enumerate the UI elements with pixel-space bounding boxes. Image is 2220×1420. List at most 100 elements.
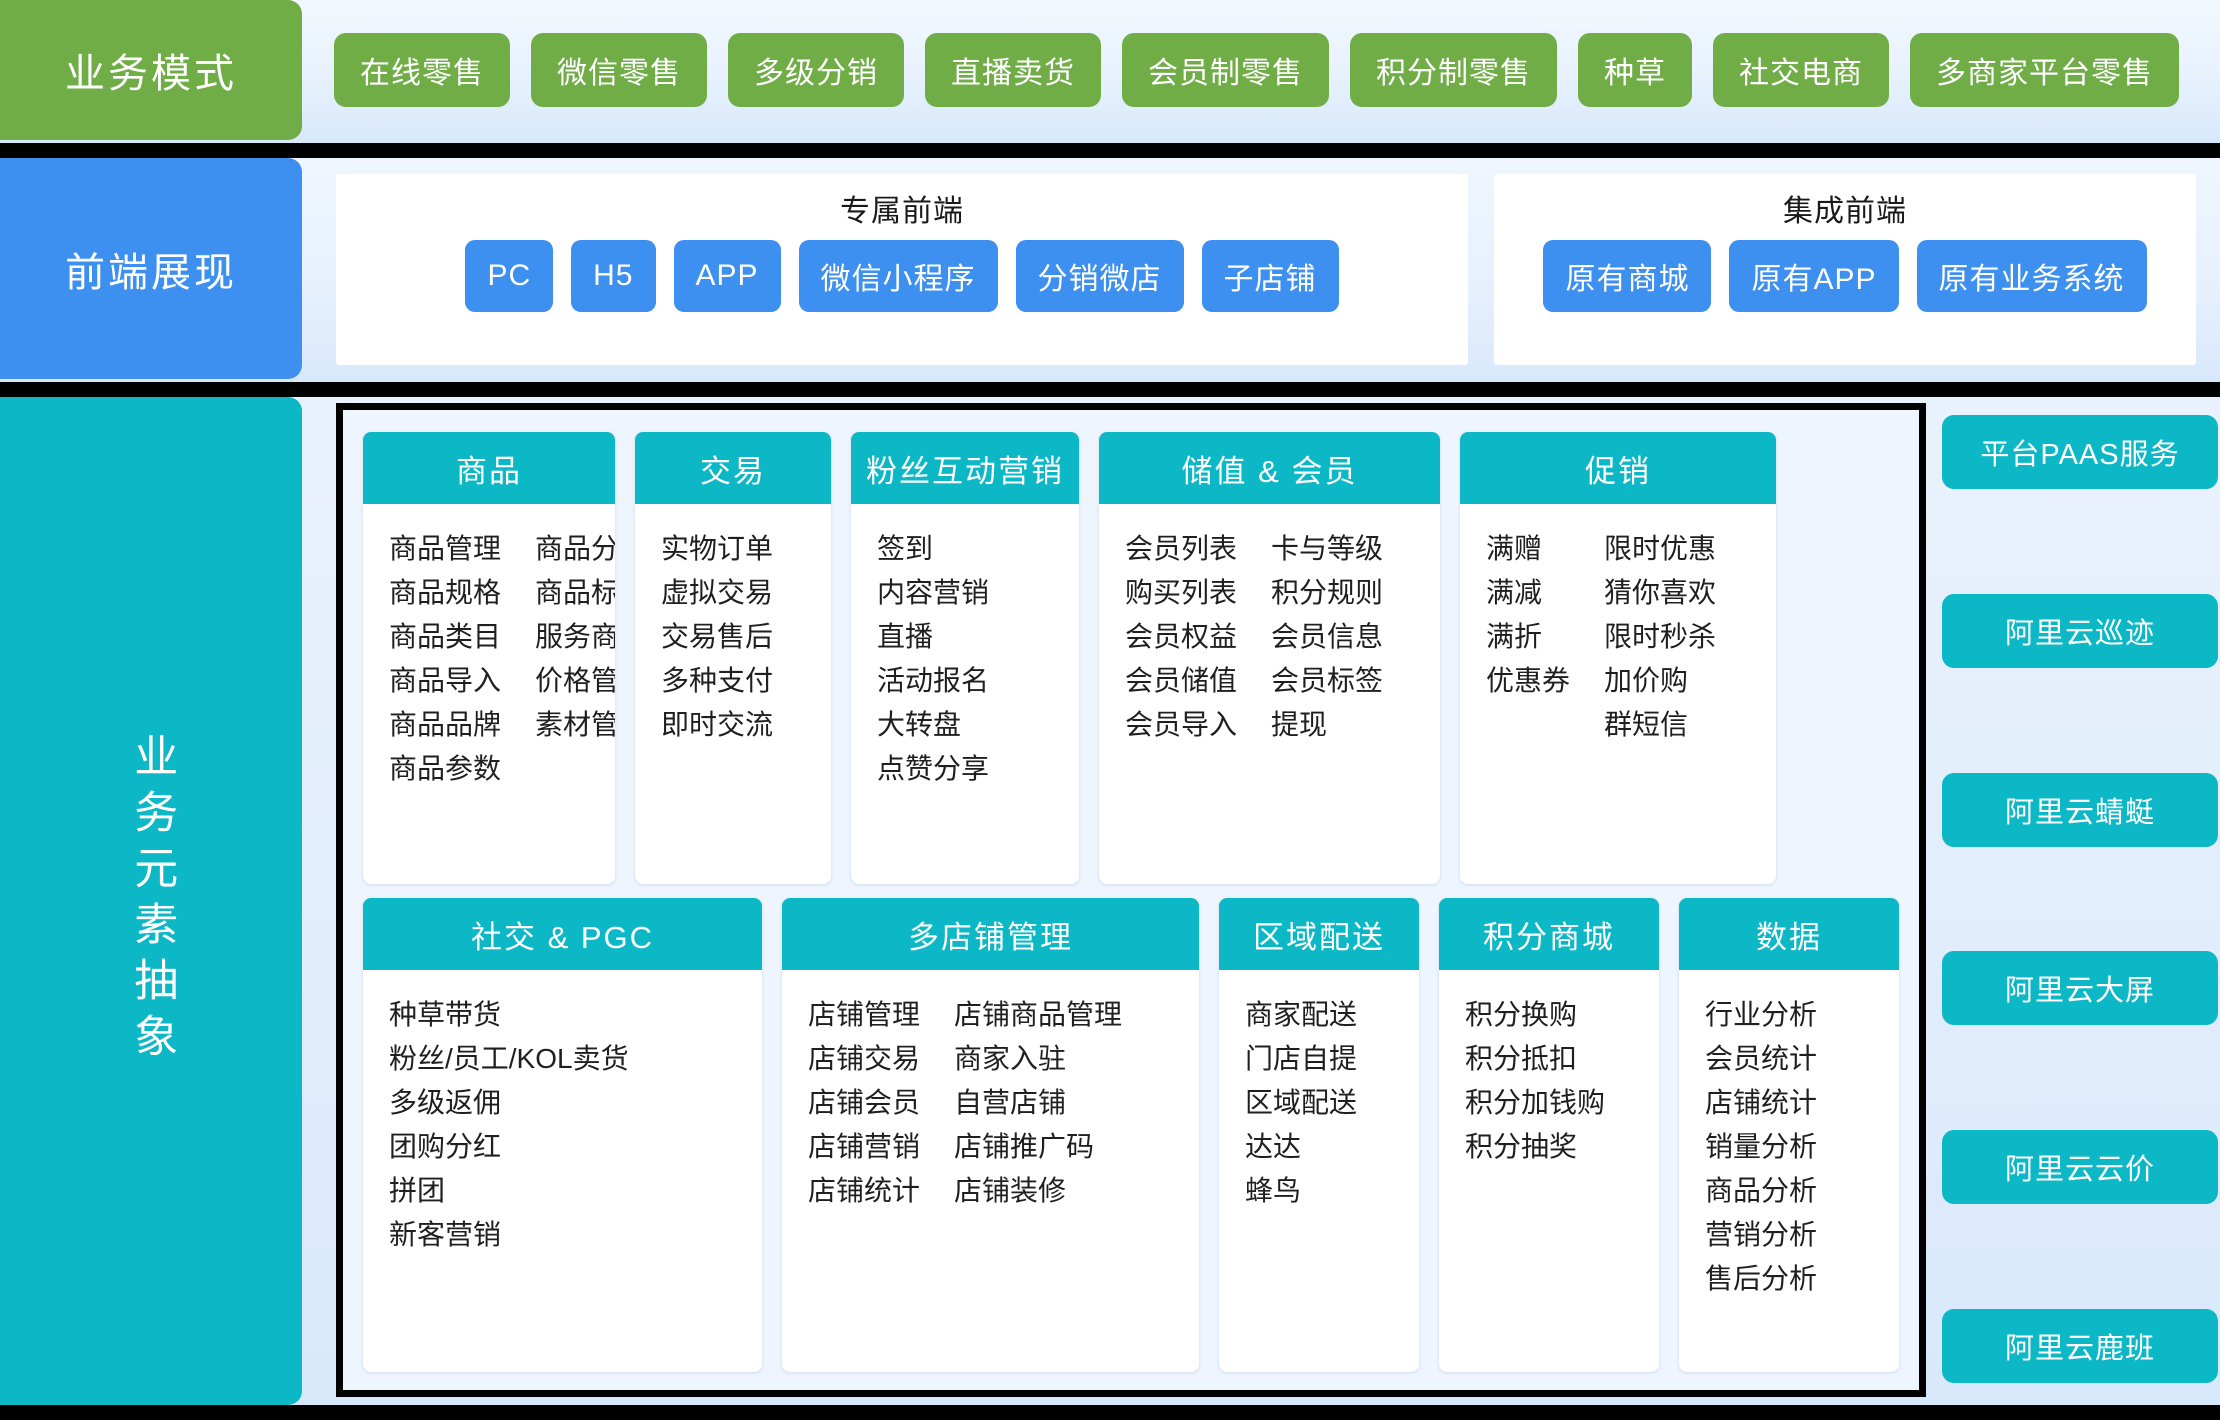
business-mode-chip[interactable]: 多级分销 bbox=[728, 33, 904, 107]
feature-item[interactable]: 区域配送 bbox=[1245, 1087, 1358, 1119]
business-mode-chip[interactable]: 在线零售 bbox=[334, 33, 510, 107]
feature-item[interactable]: 积分加钱购 bbox=[1465, 1087, 1606, 1119]
feature-item[interactable]: 活动报名 bbox=[877, 665, 990, 697]
paas-service-chip[interactable]: 阿里云云价 bbox=[1942, 1130, 2218, 1205]
feature-item[interactable]: 粉丝/员工/KOL卖货 bbox=[389, 1043, 629, 1075]
frontend-chip[interactable]: 原有APP bbox=[1729, 240, 1899, 312]
paas-service-chip[interactable]: 阿里云巡迹 bbox=[1942, 593, 2218, 668]
feature-item[interactable]: 商品分析 bbox=[1705, 1175, 1818, 1207]
paas-service-chip[interactable]: 阿里云鹿班 bbox=[1942, 1308, 2218, 1383]
feature-item[interactable]: 自营店铺 bbox=[954, 1087, 1067, 1119]
frontend-chip[interactable]: APP bbox=[673, 240, 781, 312]
feature-item[interactable]: 会员统计 bbox=[1705, 1043, 1818, 1075]
business-mode-chip[interactable]: 积分制零售 bbox=[1350, 33, 1557, 107]
feature-item[interactable]: 售后分析 bbox=[1705, 1263, 1818, 1295]
feature-item[interactable]: 新客营销 bbox=[389, 1219, 502, 1251]
feature-item[interactable]: 店铺营销 bbox=[808, 1131, 921, 1163]
feature-item[interactable]: 会员导入 bbox=[1125, 709, 1238, 741]
feature-item[interactable]: 商家配送 bbox=[1245, 999, 1358, 1030]
feature-item[interactable]: 店铺推广码 bbox=[954, 1131, 1095, 1163]
feature-item[interactable]: 交易售后 bbox=[661, 621, 774, 653]
feature-item[interactable]: 商家入驻 bbox=[954, 1043, 1067, 1075]
feature-item[interactable]: 限时秒杀 bbox=[1604, 621, 1717, 653]
feature-item[interactable]: 加价购 bbox=[1604, 665, 1689, 697]
business-mode-chip[interactable]: 多商家平台零售 bbox=[1910, 33, 2179, 107]
feature-item[interactable]: 达达 bbox=[1245, 1131, 1302, 1163]
frontend-chip[interactable]: 分销微店 bbox=[1015, 240, 1184, 312]
feature-item[interactable]: 店铺会员 bbox=[808, 1087, 921, 1119]
feature-item[interactable]: 满赠 bbox=[1486, 533, 1543, 564]
frontend-chip[interactable]: 原有业务系统 bbox=[1916, 240, 2147, 312]
feature-item[interactable]: 会员标签 bbox=[1271, 665, 1384, 697]
feature-item[interactable]: 内容营销 bbox=[877, 577, 990, 609]
feature-item[interactable]: 价格管理 bbox=[535, 665, 615, 697]
feature-item[interactable]: 营销分析 bbox=[1705, 1219, 1818, 1251]
feature-item[interactable]: 商品参数 bbox=[389, 753, 502, 785]
feature-item[interactable]: 积分抵扣 bbox=[1465, 1043, 1578, 1075]
feature-item[interactable]: 行业分析 bbox=[1705, 999, 1818, 1030]
feature-item[interactable]: 购买列表 bbox=[1125, 577, 1238, 609]
feature-card-title: 交易 bbox=[635, 432, 831, 504]
feature-item[interactable]: 会员信息 bbox=[1271, 621, 1384, 653]
feature-item[interactable]: 店铺管理 bbox=[808, 999, 921, 1030]
frontend-group-title: 专属前端 bbox=[840, 195, 964, 228]
feature-item[interactable]: 满折 bbox=[1486, 621, 1543, 653]
business-mode-label: 业务模式 bbox=[0, 0, 302, 140]
paas-service-chip[interactable]: 阿里云蜻蜓 bbox=[1942, 772, 2218, 847]
feature-item[interactable]: 会员权益 bbox=[1125, 621, 1238, 653]
feature-item[interactable]: 门店自提 bbox=[1245, 1043, 1358, 1075]
frontend-chip[interactable]: 微信小程序 bbox=[798, 240, 998, 312]
feature-item[interactable]: 会员列表 bbox=[1125, 533, 1238, 564]
feature-item[interactable]: 猜你喜欢 bbox=[1604, 577, 1717, 609]
feature-item[interactable]: 商品品牌 bbox=[389, 709, 502, 741]
feature-item[interactable]: 素材管理 bbox=[535, 709, 615, 741]
paas-service-chip[interactable]: 阿里云大屏 bbox=[1942, 951, 2218, 1026]
feature-item[interactable]: 服务商品 bbox=[535, 621, 615, 653]
feature-item[interactable]: 商品标签 bbox=[535, 577, 615, 609]
feature-item[interactable]: 群短信 bbox=[1604, 709, 1689, 741]
frontend-chip[interactable]: H5 bbox=[571, 240, 656, 312]
feature-item[interactable]: 提现 bbox=[1271, 709, 1328, 741]
business-mode-chip[interactable]: 微信零售 bbox=[531, 33, 707, 107]
feature-item[interactable]: 卡与等级 bbox=[1271, 533, 1384, 564]
feature-item[interactable]: 团购分红 bbox=[389, 1131, 502, 1163]
business-mode-chip[interactable]: 直播卖货 bbox=[925, 33, 1101, 107]
business-mode-chip[interactable]: 社交电商 bbox=[1713, 33, 1889, 107]
feature-item[interactable]: 满减 bbox=[1486, 577, 1543, 609]
feature-item[interactable]: 店铺装修 bbox=[954, 1175, 1067, 1207]
feature-item[interactable]: 优惠券 bbox=[1486, 665, 1571, 697]
feature-item[interactable]: 大转盘 bbox=[877, 709, 962, 741]
frontend-chip[interactable]: 原有商城 bbox=[1543, 240, 1712, 312]
feature-item[interactable]: 店铺商品管理 bbox=[954, 999, 1123, 1030]
frontend-chip[interactable]: 子店铺 bbox=[1201, 240, 1339, 312]
frontend-chip[interactable]: PC bbox=[465, 240, 554, 312]
feature-item[interactable]: 商品管理 bbox=[389, 533, 502, 564]
feature-item[interactable]: 限时优惠 bbox=[1604, 533, 1717, 564]
feature-item[interactable]: 商品分类 bbox=[535, 533, 615, 564]
feature-item[interactable]: 销量分析 bbox=[1705, 1131, 1818, 1163]
feature-item[interactable]: 蜂鸟 bbox=[1245, 1175, 1302, 1207]
feature-item[interactable]: 多种支付 bbox=[661, 665, 774, 697]
feature-item[interactable]: 积分抽奖 bbox=[1465, 1131, 1578, 1163]
feature-item[interactable]: 直播 bbox=[877, 621, 934, 653]
feature-item[interactable]: 积分规则 bbox=[1271, 577, 1384, 609]
feature-item[interactable]: 拼团 bbox=[389, 1175, 446, 1207]
feature-item[interactable]: 实物订单 bbox=[661, 533, 774, 564]
feature-item[interactable]: 店铺统计 bbox=[808, 1175, 921, 1207]
feature-item[interactable]: 店铺交易 bbox=[808, 1043, 921, 1075]
feature-item[interactable]: 签到 bbox=[877, 533, 934, 564]
feature-item[interactable]: 会员储值 bbox=[1125, 665, 1238, 697]
feature-item[interactable]: 商品导入 bbox=[389, 665, 502, 697]
feature-item[interactable]: 多级返佣 bbox=[389, 1087, 502, 1119]
feature-item[interactable]: 店铺统计 bbox=[1705, 1087, 1818, 1119]
business-mode-chip[interactable]: 会员制零售 bbox=[1122, 33, 1329, 107]
business-mode-chip[interactable]: 种草 bbox=[1578, 33, 1692, 107]
feature-item[interactable]: 即时交流 bbox=[661, 709, 774, 741]
feature-item[interactable]: 积分换购 bbox=[1465, 999, 1578, 1030]
feature-item[interactable]: 点赞分享 bbox=[877, 753, 990, 785]
feature-item[interactable]: 商品类目 bbox=[389, 621, 502, 653]
feature-item[interactable]: 虚拟交易 bbox=[661, 577, 774, 609]
feature-item[interactable]: 种草带货 bbox=[389, 999, 502, 1030]
feature-item[interactable]: 商品规格 bbox=[389, 577, 502, 609]
paas-service-chip[interactable]: 平台PAAS服务 bbox=[1942, 415, 2218, 489]
